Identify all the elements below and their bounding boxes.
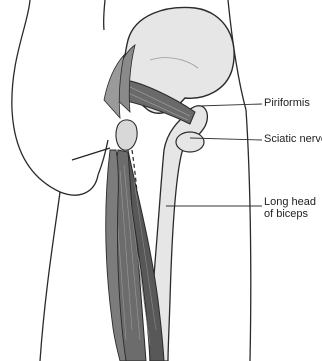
label-long-head-line1: Long head [264,196,322,208]
label-piriformis: Piriformis [264,97,322,109]
label-long-head-of-biceps: Long head of biceps [264,196,322,220]
label-long-head-line2: of biceps [264,208,322,220]
label-sciatic-nerve: Sciatic nerve [264,133,322,145]
piriformis-leader-line [198,104,262,106]
